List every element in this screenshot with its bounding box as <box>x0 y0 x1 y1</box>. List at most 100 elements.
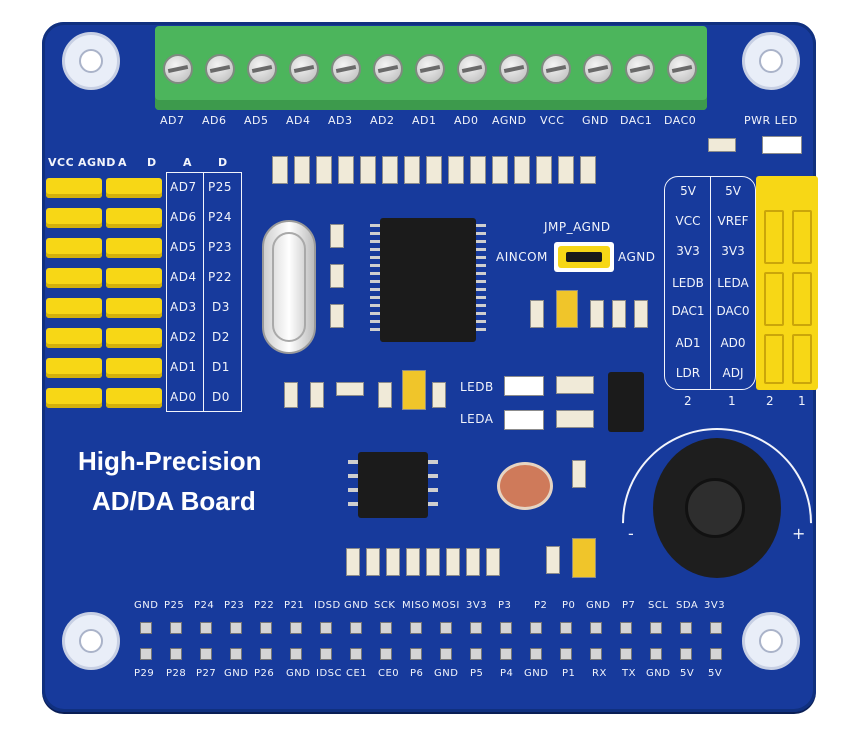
jumper-col-number: 2 <box>766 394 775 408</box>
gpio-top-label: P7 <box>622 600 636 611</box>
resistor <box>558 156 574 184</box>
header-col-label: AGND <box>78 156 116 169</box>
resistor <box>580 156 596 184</box>
gpio-top-label: SDA <box>676 600 699 611</box>
resistor <box>338 156 354 184</box>
header-row-a: AD6 <box>170 210 197 224</box>
capacitor <box>530 300 544 328</box>
chip-pin <box>476 272 486 275</box>
soic-chip-body <box>358 452 428 518</box>
gpio-pin <box>380 622 392 634</box>
header-row-a: AD1 <box>170 360 197 374</box>
jumper-cap[interactable] <box>764 210 784 264</box>
gpio-bottom-label: CE1 <box>346 668 368 679</box>
header-row-d: P23 <box>208 240 233 254</box>
chip-pin <box>370 280 380 283</box>
dac-chip <box>608 372 644 432</box>
gpio-pin <box>440 622 452 634</box>
jumper-table-divider <box>710 176 711 390</box>
header-row-a: AD2 <box>170 330 197 344</box>
gpio-pin <box>650 622 662 634</box>
resistor <box>536 156 552 184</box>
terminal-screw <box>247 54 277 84</box>
gpio-top-label: IDSD <box>314 600 341 611</box>
resistor <box>514 156 530 184</box>
mounting-hole-bottom-left <box>62 612 120 670</box>
resistor <box>366 548 380 576</box>
resistor <box>404 156 420 184</box>
aincom-label: AINCOM <box>496 250 548 264</box>
terminal-screw <box>583 54 613 84</box>
header-pin-pair <box>46 208 102 228</box>
header-row-a: AD7 <box>170 180 197 194</box>
gpio-bottom-label: GND <box>224 668 249 679</box>
gpio-bottom-label: GND <box>524 668 549 679</box>
tantalum-capacitor <box>402 370 426 410</box>
gpio-pin <box>530 622 542 634</box>
jmp-agnd-jumper[interactable] <box>554 242 614 272</box>
resistor <box>708 138 736 152</box>
gpio-bottom-label: P26 <box>254 668 275 679</box>
resistor <box>386 548 400 576</box>
header-row-a: AD4 <box>170 270 197 284</box>
chip-pin <box>348 474 358 478</box>
adda-board <box>42 22 816 712</box>
leda-label: LEDA <box>460 412 494 426</box>
adc-chip-body <box>380 218 476 342</box>
capacitor <box>330 224 344 248</box>
gpio-top-label: P24 <box>194 600 215 611</box>
terminal-label: AGND <box>492 114 527 127</box>
jumper-table-cell: 5V <box>680 184 696 198</box>
agnd-label: AGND <box>618 250 656 264</box>
header-pin-pair <box>106 178 162 198</box>
resistor <box>486 548 500 576</box>
gpio-pin <box>230 622 242 634</box>
jmp-agnd-label: JMP_AGND <box>544 220 611 234</box>
board-title-line1: High-Precision <box>78 446 262 476</box>
chip-pin <box>428 474 438 478</box>
jumper-table-cell: 3V3 <box>676 244 700 258</box>
jumper-cap <box>566 252 602 262</box>
chip-pin <box>370 256 380 259</box>
terminal-screw <box>373 54 403 84</box>
header-row-d: D2 <box>212 330 230 344</box>
header-row-a: AD3 <box>170 300 197 314</box>
gpio-pin <box>470 648 482 660</box>
jumper-cap[interactable] <box>764 272 784 326</box>
header-col-label: D <box>218 156 228 169</box>
resistor <box>556 410 594 428</box>
gpio-pin <box>500 648 512 660</box>
chip-pin <box>428 460 438 464</box>
header-pin-pair <box>46 328 102 348</box>
gpio-top-label: 3V3 <box>466 600 488 611</box>
gpio-top-label: P0 <box>562 600 576 611</box>
terminal-screw <box>499 54 529 84</box>
jumper-cap[interactable] <box>792 210 812 264</box>
jumper-cap[interactable] <box>764 334 784 384</box>
gpio-bottom-label: IDSC <box>316 668 342 679</box>
jumper-table-cell: AD0 <box>720 336 746 350</box>
gpio-pin <box>710 622 722 634</box>
jumper-table-cell: AD1 <box>675 336 701 350</box>
gpio-pin <box>350 648 362 660</box>
chip-pin <box>476 256 486 259</box>
header-row-d: P24 <box>208 210 233 224</box>
header-pin-pair <box>106 208 162 228</box>
header-row-d: D0 <box>212 390 230 404</box>
chip-pin <box>370 272 380 275</box>
header-col-label: D <box>147 156 157 169</box>
jumper-cap[interactable] <box>792 272 812 326</box>
ledb-label: LEDB <box>460 380 494 394</box>
gpio-pin <box>230 648 242 660</box>
chip-pin <box>476 304 486 307</box>
gpio-bottom-label: P4 <box>500 668 514 679</box>
gpio-top-label: GND <box>586 600 611 611</box>
terminal-label: AD3 <box>328 114 353 127</box>
jumper-cap[interactable] <box>792 334 812 384</box>
potentiometer-knob[interactable] <box>653 438 781 578</box>
terminal-label: AD7 <box>160 114 185 127</box>
gpio-bottom-label: GND <box>646 668 671 679</box>
header-row-a: AD0 <box>170 390 197 404</box>
mounting-hole-top-right <box>742 32 800 90</box>
chip-pin <box>428 488 438 492</box>
